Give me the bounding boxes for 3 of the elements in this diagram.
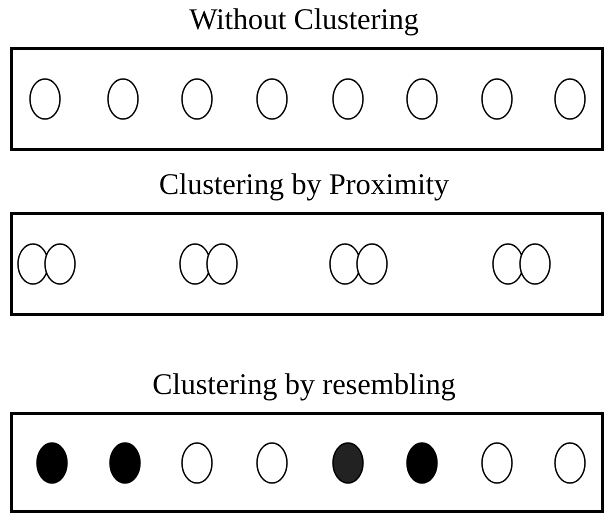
panel-heading: Without Clustering [189,3,419,37]
panel-heading: Clustering by Proximity [159,168,449,202]
panel-heading: Clustering by resembling [152,368,456,402]
